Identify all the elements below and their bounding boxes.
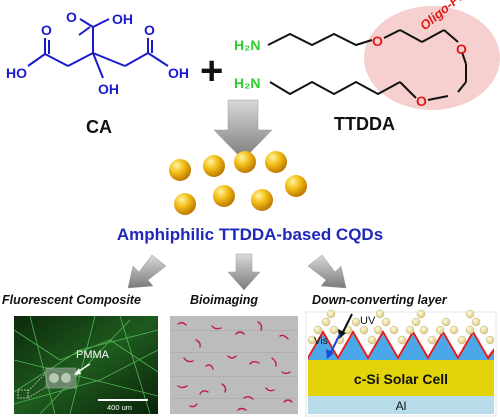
- ttdda-structure: [267, 29, 467, 101]
- app-title-layer: Down-converting layer: [312, 293, 448, 307]
- cqd-dots: [169, 151, 307, 215]
- sawtooth-blue: [308, 334, 494, 360]
- plus-sign: +: [200, 49, 223, 93]
- cqd-dot: [251, 189, 273, 211]
- ttdda-label: TTDDA: [334, 114, 395, 134]
- cqd-dot: [213, 185, 235, 207]
- ttdda-oxygen-3: O: [416, 93, 427, 109]
- ttdda-amine-top: H₂N: [234, 37, 260, 53]
- c-si-layer: [308, 360, 494, 396]
- selection-box: [17, 389, 29, 399]
- arrow-to-bioimaging: [227, 253, 261, 291]
- al-label: Al: [396, 399, 407, 413]
- synthesis-arrow: [213, 99, 273, 161]
- ca-o-right: O: [144, 22, 155, 38]
- ca-o-top: O: [66, 9, 77, 25]
- app-title-composite: Fluorescent Composite: [2, 293, 141, 307]
- arrow-to-layer: [307, 254, 347, 289]
- cqd-dot: [169, 159, 191, 181]
- ttdda-oxygen-2: O: [456, 41, 467, 57]
- ca-o-left: O: [41, 22, 52, 38]
- application-arrows: [127, 253, 347, 291]
- solar-cell-diagram: Al c-Si Solar Cell: [305, 309, 497, 417]
- pmma-label: PMMA: [76, 349, 110, 361]
- ttdda-amine-bottom: H₂N: [234, 75, 260, 91]
- ttdda-group-labels: H₂N H₂N O O O: [234, 33, 467, 109]
- al-electrode: [308, 396, 494, 414]
- ca-ho-left: HO: [6, 65, 27, 81]
- sawtooth-red: [308, 330, 494, 360]
- cqd-dot: [285, 175, 307, 197]
- vis-label: Vis: [314, 336, 328, 347]
- vis-arrow: [329, 333, 341, 355]
- ca-oh-mid: OH: [98, 81, 119, 97]
- arrow-to-composite: [127, 254, 167, 289]
- cqd-dot: [203, 155, 225, 177]
- ca-oh-top: OH: [112, 11, 133, 27]
- cqd-dot: [174, 193, 196, 215]
- composite-image: PMMA 400 um: [13, 315, 159, 415]
- uv-label: UV: [360, 315, 376, 327]
- bioimaging-image: [170, 316, 298, 414]
- app-title-bioimaging: Bioimaging: [190, 293, 258, 307]
- ca-oh-right: OH: [168, 65, 189, 81]
- cqd-dot: [234, 151, 256, 173]
- product-title: Amphiphilic TTDDA-based CQDs: [117, 225, 383, 244]
- ca-label: CA: [86, 117, 112, 137]
- cqd-dot: [265, 151, 287, 173]
- ca-structure: [27, 18, 169, 79]
- scale-bar-label: 400 um: [107, 403, 132, 412]
- cell-label: c-Si Solar Cell: [354, 371, 448, 387]
- cqd-coating: [307, 309, 495, 345]
- ca-group-labels: OH O O HO OH O OH: [6, 9, 189, 97]
- uv-arrow: [341, 313, 353, 335]
- ttdda-oxygen-1: O: [372, 33, 383, 49]
